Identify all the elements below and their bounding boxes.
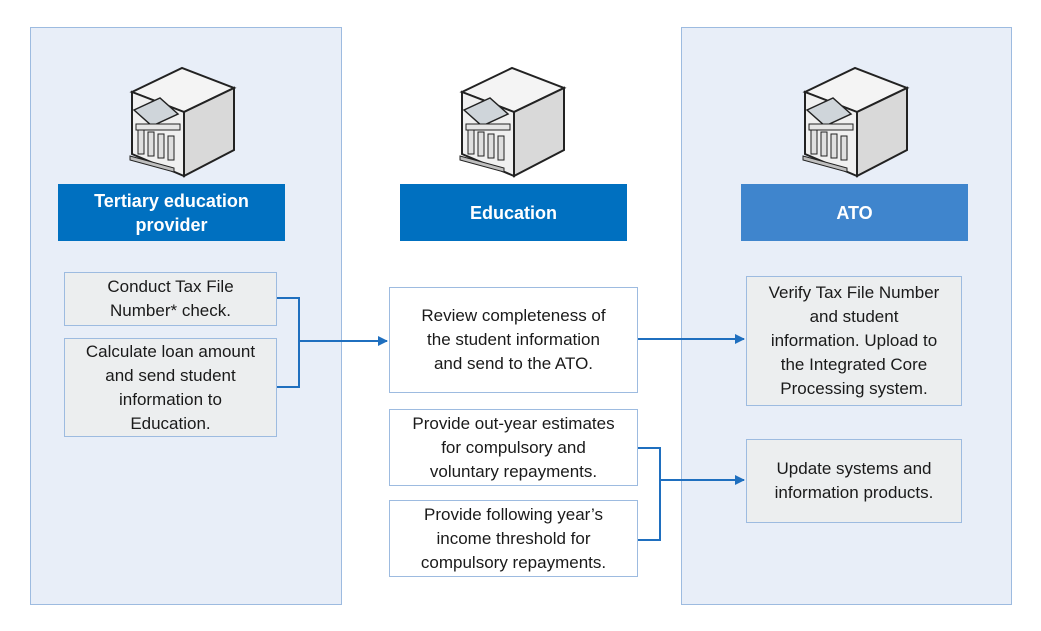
connector-education-to-ato-update <box>638 447 661 541</box>
step-tfn-check: Conduct Tax File Number* check. <box>64 272 277 326</box>
header-ato: ATO <box>741 184 968 241</box>
building-icon <box>459 66 567 178</box>
building-icon <box>802 66 910 178</box>
step-income-threshold: Provide following year’s income threshol… <box>389 500 638 577</box>
header-tertiary-provider: Tertiary education provider <box>58 184 285 241</box>
step-verify-tfn: Verify Tax File Number and student infor… <box>746 276 962 406</box>
step-out-year-estimates: Provide out-year estimates for compulsor… <box>389 409 638 486</box>
step-update-systems: Update systems and information products. <box>746 439 962 523</box>
building-icon <box>129 66 237 178</box>
header-education: Education <box>400 184 627 241</box>
connector-provider-to-education <box>277 297 300 388</box>
step-review-completeness: Review completeness of the student infor… <box>389 287 638 393</box>
step-calculate-loan: Calculate loan amount and send student i… <box>64 338 277 437</box>
